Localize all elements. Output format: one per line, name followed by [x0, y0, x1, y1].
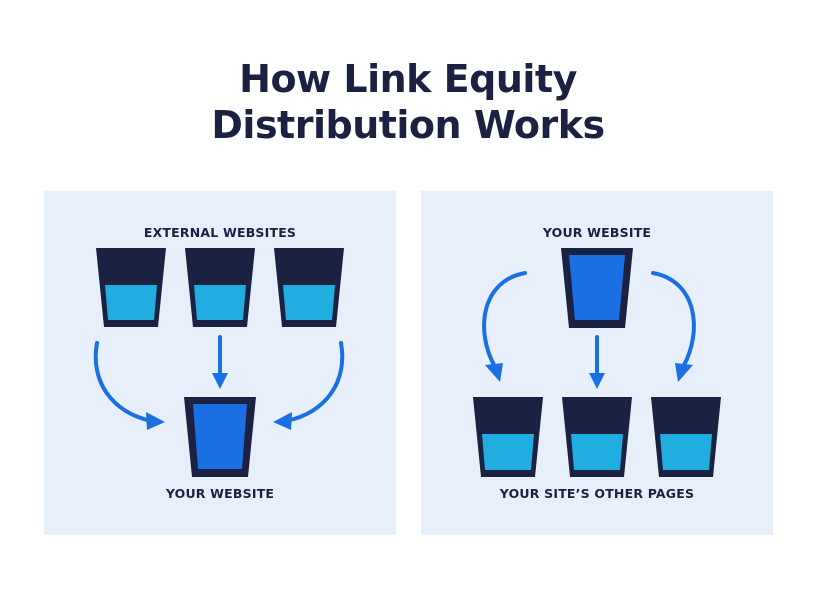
external-website-cup-2 — [185, 248, 255, 327]
right-arrowhead-icon — [675, 363, 693, 382]
your-website-source-cup — [561, 248, 633, 328]
your-website-panel: YOUR WEBSITE YOUR SITE’S OTHER PAGES — [421, 191, 773, 535]
external-websites-label: EXTERNAL WEBSITES — [143, 225, 297, 240]
left-arrowhead-icon — [485, 363, 503, 382]
right-curved-arrow-icon — [284, 341, 345, 423]
right-curved-arrow-icon — [651, 271, 696, 369]
external-website-cup-1 — [96, 248, 166, 327]
other-page-cup-1 — [473, 397, 543, 477]
center-arrowhead-icon — [212, 373, 228, 389]
left-diagram — [93, 248, 345, 477]
title-line-2: Distribution Works — [211, 103, 605, 147]
your-website-cup — [184, 397, 256, 477]
external-websites-panel: EXTERNAL WEBSITES — [44, 191, 396, 535]
left-arrowhead-icon — [146, 412, 165, 430]
your-website-top-label: YOUR WEBSITE — [542, 225, 652, 240]
other-pages-label: YOUR SITE’S OTHER PAGES — [499, 486, 695, 501]
your-website-label: YOUR WEBSITE — [165, 486, 275, 501]
right-diagram — [473, 248, 721, 477]
center-arrowhead-icon — [589, 373, 605, 389]
other-page-cup-3 — [651, 397, 721, 477]
left-curved-arrow-icon — [93, 341, 154, 423]
left-curved-arrow-icon — [482, 271, 527, 369]
external-website-cup-3 — [274, 248, 344, 327]
page-title: How Link Equity Distribution Works — [0, 56, 816, 148]
right-arrowhead-icon — [273, 412, 292, 430]
title-line-1: How Link Equity — [239, 57, 577, 101]
other-page-cup-2 — [562, 397, 632, 477]
